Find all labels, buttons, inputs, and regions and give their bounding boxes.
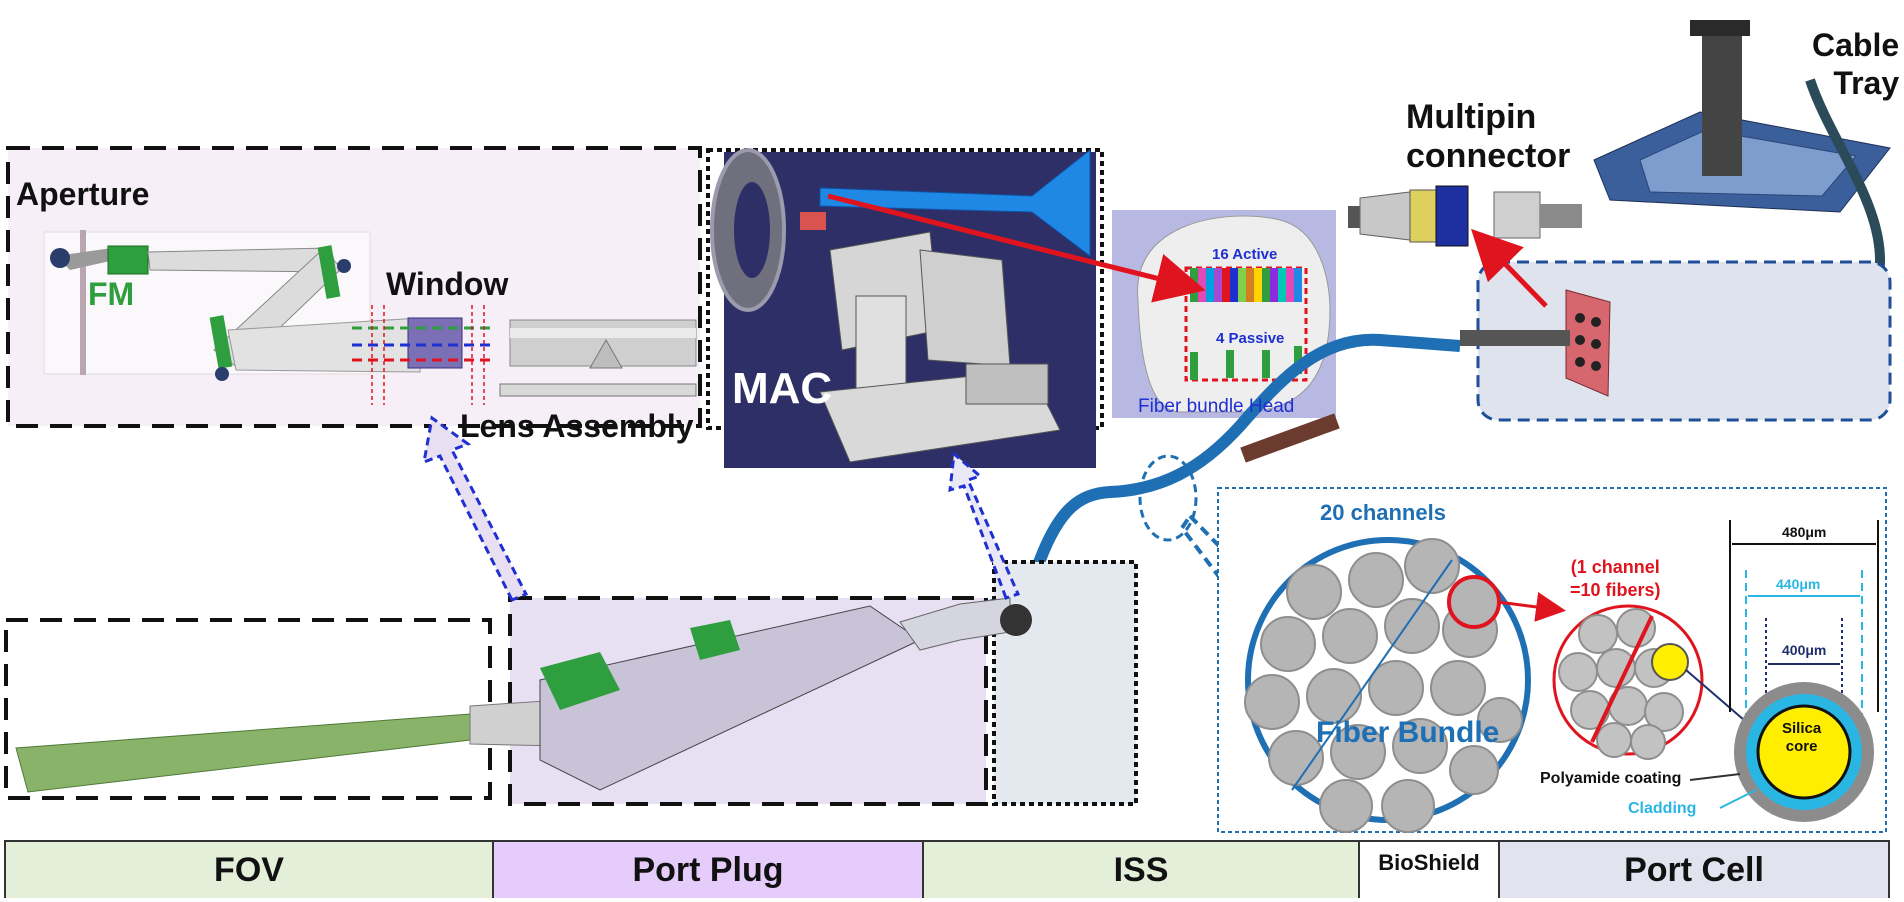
dim-440-label: 440μm — [1776, 576, 1821, 592]
silica-core — [1756, 704, 1852, 800]
window-label: Window — [386, 266, 509, 302]
mac-to-head-arrow — [827, 193, 1206, 303]
cable-tray-label: Cable Tray — [1812, 27, 1900, 102]
aperture-mount — [50, 248, 70, 268]
single-fiber-highlight — [1651, 643, 1689, 681]
zone-iss: ISS — [924, 842, 1360, 898]
fov-dashed-box — [4, 618, 492, 800]
sixteen-active-label: 16 Active — [1212, 246, 1278, 263]
highlighted-channel — [1447, 575, 1501, 629]
multipin-connector-graphic — [1348, 185, 1582, 247]
fiber-bundle-head-label: Fiber bundle Head — [1138, 396, 1295, 417]
feedthrough-plate — [1565, 289, 1611, 397]
feedthrough-to-connector-arrow — [1471, 228, 1548, 308]
lens-assembly-label: Lens Assembly — [460, 408, 694, 444]
lens-assembly-highlight — [510, 328, 696, 338]
port-plug-flange — [1000, 604, 1032, 636]
mac-label: MAC — [732, 364, 833, 413]
cable-sleeve — [1240, 413, 1340, 463]
passive-fiber-pins — [1190, 346, 1302, 380]
one-channel-label: (1 channel =10 fibers) — [1570, 557, 1661, 600]
window-planes — [371, 305, 485, 405]
port-plug-green-2 — [690, 620, 740, 660]
fm-mirror — [107, 245, 149, 275]
optics-callout-arrow — [422, 415, 529, 602]
four-passive-label: 4 Passive — [1216, 330, 1285, 347]
dim-480-label: 480μm — [1782, 524, 1827, 540]
cable-zoom-circle — [1138, 454, 1198, 542]
mirror-mount-2 — [337, 259, 351, 273]
mac-side-block — [919, 249, 1011, 367]
feedthrough-pins — [1575, 313, 1601, 371]
cladding-label: Cladding — [1628, 800, 1697, 817]
mac-flange-hole — [734, 182, 770, 278]
mac-callout-arrow — [948, 451, 1021, 600]
cladding-leader — [1719, 789, 1757, 809]
zone-bioshield: BioShield — [1360, 842, 1500, 898]
zone-port-cell: Port Cell — [1500, 842, 1888, 898]
lens-base — [499, 383, 697, 397]
port-plug-green-1 — [540, 652, 620, 710]
mirror-mount-3 — [215, 367, 229, 381]
mac-beam-cone — [819, 148, 1091, 258]
channel-diameter-arrow — [1590, 615, 1654, 743]
bundle-diameter-line — [1291, 559, 1453, 791]
iss-dotted-box — [992, 560, 1138, 806]
silica-core-label: Silica core — [1782, 720, 1822, 755]
mac-motor-block — [965, 363, 1049, 405]
fiber-zoom-line — [1685, 669, 1745, 721]
polyamide-coating-label: Polyamide coating — [1540, 770, 1682, 787]
zone-fov: FOV — [6, 842, 494, 898]
aperture-label: Aperture — [16, 176, 150, 212]
twenty-channels-label: 20 channels — [1320, 500, 1446, 525]
mirror-3 — [209, 315, 233, 369]
cable-tray-graphic — [1593, 20, 1891, 355]
active-fiber-pins — [1190, 268, 1302, 302]
channel-zoom-arrow — [1497, 592, 1566, 622]
multipin-connector-label: Multipin connector — [1406, 98, 1571, 176]
cable-bundle-end — [1460, 330, 1570, 346]
mac-red-block — [800, 212, 826, 230]
lens-stand — [589, 338, 623, 369]
fm-label: FM — [88, 276, 135, 312]
mirror-2 — [317, 245, 341, 299]
port-plug-body — [539, 605, 922, 791]
fov-tube — [15, 713, 471, 793]
polyamide-leader — [1689, 773, 1741, 781]
fiber-bundle-label: Fiber Bundle — [1316, 716, 1500, 749]
zone-port-plug: Port Plug — [494, 842, 924, 898]
dim-400-label: 400μm — [1782, 642, 1827, 658]
